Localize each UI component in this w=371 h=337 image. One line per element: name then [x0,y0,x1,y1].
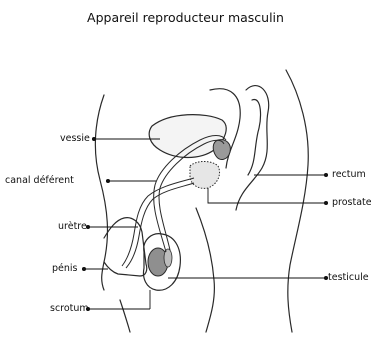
abdomen-outline [95,95,107,290]
label-penis: pénis [52,264,78,274]
label-uretre: urètre [58,222,87,232]
back-outline [286,70,308,332]
prostate-leader-dot [324,201,327,204]
label-rectum: rectum [332,170,366,180]
label-prostate: prostate [332,198,371,208]
thigh-outline [120,300,130,332]
epididymis-shape [164,249,172,267]
rectum-outline [236,86,269,210]
label-scrotum: scrotum [50,304,89,314]
rectum-inner [248,100,260,175]
label-testicule: testicule [328,273,369,283]
prostate-shape [190,162,220,189]
label-vessie: vessie [60,134,90,144]
seminal-vesicle [213,140,230,160]
prostate-leader-line [208,188,326,203]
rectum-leader-dot [324,173,327,176]
perineum-line [196,208,214,332]
label-canal-deferent: canal déférent [5,176,74,186]
